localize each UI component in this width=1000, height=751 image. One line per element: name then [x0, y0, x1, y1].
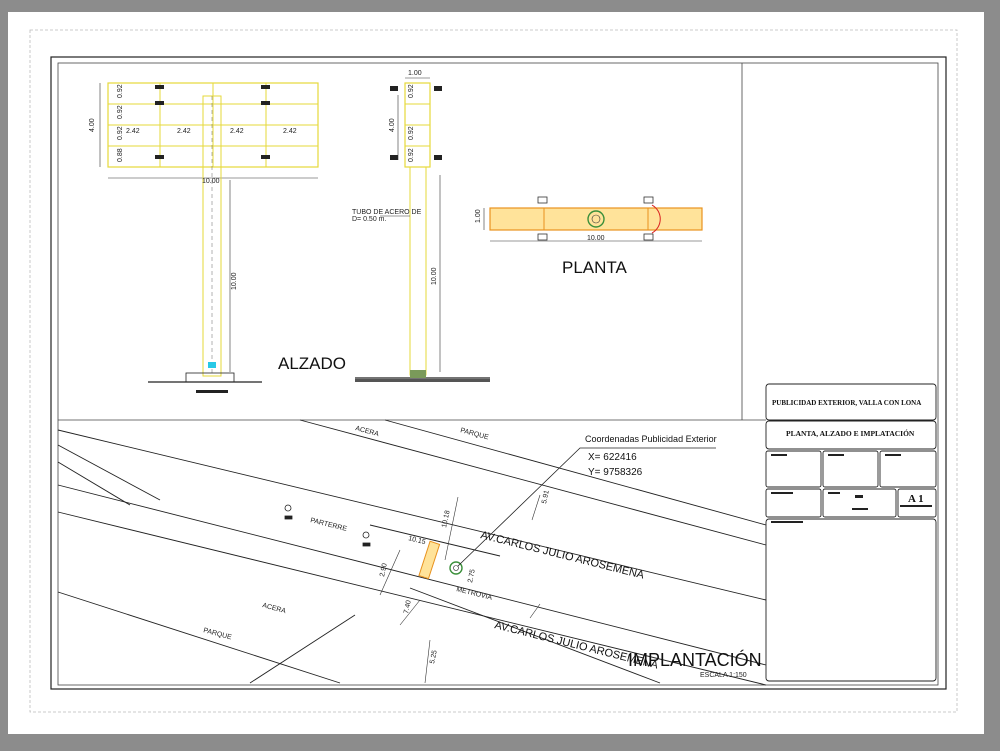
coords-y: Y= 9758326 [588, 467, 643, 478]
planta-width: 10.00 [587, 235, 605, 242]
implantacion-title: IMPLANTACIÓN [628, 649, 762, 670]
title-block [765, 383, 937, 682]
cell-dim-4: 0.88 [117, 148, 124, 162]
project-title: PUBLICIDAD EXTERIOR, VALLA CON LONA [772, 399, 921, 407]
dim-1018: 10.18 [441, 510, 452, 529]
coords-leader [457, 447, 716, 567]
side-width: 1.00 [408, 70, 422, 77]
site-dimension-lines [379, 494, 541, 684]
planta-title: PLANTA [562, 258, 628, 277]
dim-591: 5.91 [541, 490, 551, 505]
coords-x: X= 622416 [588, 452, 637, 463]
billboard-site-symbol [418, 540, 463, 580]
tubo-note-1: TUBO DE ACERO DE [352, 209, 422, 216]
side-elevation [355, 77, 490, 382]
side-cell-1: 0.92 [408, 84, 415, 98]
cell-dim-3: 0.92 [117, 126, 124, 140]
side-cell-2: 0.92 [408, 126, 415, 140]
panel-dim-3: 2.42 [230, 128, 244, 135]
planta-plan [483, 196, 703, 242]
dim-275: 2.75 [467, 569, 477, 584]
panel-dim-1: 2.42 [126, 128, 140, 135]
title-block-marks [771, 454, 932, 523]
panel-dim-4: 2.42 [283, 128, 297, 135]
dim-740: 7.40 [403, 600, 413, 615]
streetlight-symbols [284, 504, 371, 547]
outer-frame [50, 56, 947, 690]
coords-title: Coordenadas Publicidad Exterior [585, 434, 717, 444]
cell-dim-1: 0.92 [117, 84, 124, 98]
side-pole-height: 10.00 [431, 267, 438, 285]
tubo-note-2: D= 0.50 m. [352, 216, 386, 223]
content-title: PLANTA, ALZADO E IMPLATACIÓN [786, 428, 915, 438]
side-height: 4.00 [389, 118, 396, 132]
side-cell-3: 0.92 [408, 148, 415, 162]
alzado-elevation [99, 82, 319, 393]
alzado-height-label: 4.00 [89, 118, 96, 132]
inner-frame [57, 62, 939, 686]
dim-290: 2.90 [379, 563, 389, 578]
dim-1015: 10.15 [408, 535, 427, 546]
alzado-title: ALZADO [278, 354, 346, 373]
escala-label: ESCALA 1:150 [700, 672, 747, 679]
site-plan [57, 419, 767, 686]
panel-dim-2: 2.42 [177, 128, 191, 135]
alzado-total-width: 10.00 [202, 178, 220, 185]
plot-limit [29, 29, 958, 713]
cell-dim-2: 0.92 [117, 105, 124, 119]
dim-525: 5.25 [429, 650, 439, 665]
planta-depth: 1.00 [475, 209, 482, 223]
alzado-pole-height: 10.00 [231, 272, 238, 290]
sheet-number: A 1 [908, 493, 924, 505]
